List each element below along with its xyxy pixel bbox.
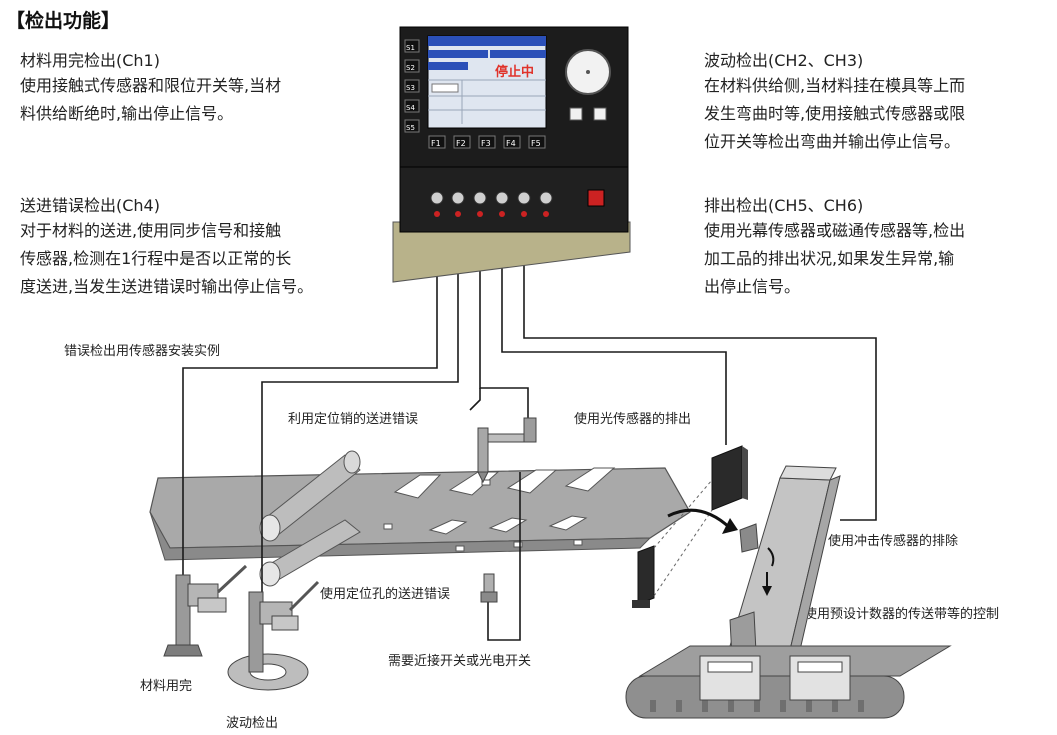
material-out-sensor [163,564,248,657]
feed-strip [149,467,691,561]
control-button-icon [569,107,583,121]
screen-status-text: 停止中 [495,64,534,80]
function-button-label-4: F4 [506,139,516,148]
ch56-line-1: 使用光幕传感器或磁通传感器等,检出 [704,221,966,240]
sensor-cables [182,230,877,641]
callout-hole-feed: 使用定位孔的送进错误 [320,587,451,602]
conveyor [625,645,952,719]
controller-screen [427,35,547,129]
ch23-block: 波动检出(CH2、CH3) 在材料供给侧,当材料挂在模具等上而 发生弯曲时等,使… [704,50,965,156]
control-button-icon [593,107,607,121]
function-button-label-2: F2 [456,139,466,148]
ch1-block: 材料用完检出(Ch1) 使用接触式传感器和限位开关等,当材 料供给断绝时,输出停… [20,50,281,128]
callout-example: 错误检出用传感器安装实例 [64,344,221,359]
ch56-title: 排出检出(CH5、CH6) [704,196,864,215]
controller-unit [392,26,631,283]
function-button-label-5: F5 [531,139,541,148]
ch23-line-2: 发生弯曲时等,使用接触式传感器或限 [704,104,966,123]
side-button-label-5: S5 [406,124,415,132]
side-button-label-3: S3 [406,84,415,92]
callout-pin-feed: 利用定位销的送进错误 [288,412,419,427]
function-button-label-1: F1 [431,139,441,148]
function-button-label-3: F3 [481,139,491,148]
ch4-line-1: 对于材料的送进,使用同步信号和接触 [20,221,282,240]
hole-feed-sensor [480,573,498,603]
ch56-line-3: 出停止信号。 [704,277,801,296]
ch1-line-1: 使用接触式传感器和限位开关等,当材 [20,76,282,95]
ch1-title: 材料用完检出(Ch1) [20,51,160,70]
ch1-line-2: 料供给断绝时,输出停止信号。 [20,104,234,123]
ch4-block: 送进错误检出(Ch4) 对于材料的送进,使用同步信号和接触 传感器,检测在1行程… [20,195,313,301]
callout-wave: 波动检出 [226,716,279,731]
feed-rollers [259,450,361,587]
ch56-line-2: 加工品的排出状况,如果发生异常,输 [704,249,955,268]
eject-arrow [667,508,738,534]
side-buttons [404,39,420,133]
pin-feed-sensor [477,417,537,484]
channel-connectors [430,191,553,217]
ch56-block: 排出检出(CH5、CH6) 使用光幕传感器或磁通传感器等,检出 加工品的排出状况… [704,195,965,301]
callout-proximity: 需要近接开关或光电开关 [388,654,532,669]
ch23-line-1: 在材料供给侧,当材料挂在模具等上而 [704,76,966,95]
wave-sensor [227,580,320,691]
ch4-line-3: 度送进,当发生送进错误时输出停止信号。 [20,277,314,296]
ch23-title: 波动检出(CH2、CH3) [704,51,864,70]
callout-impact-eject: 使用冲击传感器的排除 [828,534,959,549]
stop-button-icon [587,189,605,207]
callout-preset-conveyor: 使用预设计数器的传送带等的控制 [804,607,1000,622]
side-button-label-4: S4 [406,104,415,112]
ch4-line-2: 传感器,检测在1行程中是否以正常的长 [20,249,292,268]
side-button-label-1: S1 [406,44,415,52]
callout-light-eject: 使用光传感器的排出 [574,412,692,427]
ch4-title: 送进错误检出(Ch4) [20,196,160,215]
function-buttons [428,135,546,149]
side-button-label-2: S2 [406,64,415,72]
light-curtain [632,445,748,608]
callout-material-out: 材料用完 [140,679,193,694]
page-heading: 【检出功能】 [6,10,121,32]
ch23-line-3: 位开关等检出弯曲并输出停止信号。 [704,132,961,151]
